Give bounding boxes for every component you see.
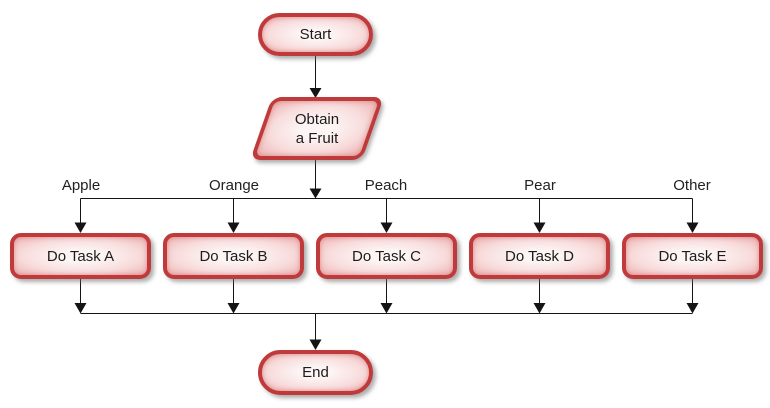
- task-e-label: Do Task E: [658, 247, 727, 265]
- connector-rail-to-task-d: [533, 198, 546, 233]
- branch-label-apple: Apple: [61, 177, 101, 194]
- branch-label-orange: Orange: [208, 177, 260, 194]
- task-d-node: Do Task D: [469, 233, 610, 279]
- connector-rail-to-task-c: [380, 198, 393, 233]
- end-node: End: [258, 350, 373, 395]
- connector-merge-to-end: [309, 313, 322, 350]
- task-b-node: Do Task B: [163, 233, 304, 279]
- process-node: Obtain a Fruit: [250, 97, 385, 160]
- connector-start-to-process: [309, 56, 322, 98]
- connector-task-d-to-merge: [533, 279, 546, 314]
- task-e-node: Do Task E: [622, 233, 763, 279]
- connector-task-a-to-merge: [74, 279, 87, 314]
- start-node-label: Start: [299, 26, 332, 43]
- task-d-label: Do Task D: [505, 247, 574, 265]
- task-b-label: Do Task B: [199, 247, 268, 265]
- process-node-label: Obtain a Fruit: [261, 97, 373, 160]
- connector-rail-to-task-b: [227, 198, 240, 233]
- branch-label-peach: Peach: [364, 177, 408, 194]
- process-label-line1: Obtain: [294, 110, 340, 128]
- task-c-node: Do Task C: [316, 233, 457, 279]
- connector-rail-to-task-a: [74, 198, 87, 233]
- connector-task-b-to-merge: [227, 279, 240, 314]
- branch-label-pear: Pear: [524, 177, 556, 194]
- end-node-label: End: [302, 364, 329, 381]
- connector-task-c-to-merge: [380, 279, 393, 314]
- task-a-node: Do Task A: [10, 233, 151, 279]
- task-c-label: Do Task C: [352, 247, 421, 265]
- task-a-label: Do Task A: [46, 247, 115, 265]
- connector-rail-to-task-e: [686, 198, 699, 233]
- branch-label-other: Other: [673, 177, 711, 194]
- connector-process-to-branch-rail: [309, 160, 322, 199]
- process-label-line2: a Fruit: [295, 129, 339, 147]
- connector-task-e-to-merge: [686, 279, 699, 314]
- start-node: Start: [258, 13, 373, 56]
